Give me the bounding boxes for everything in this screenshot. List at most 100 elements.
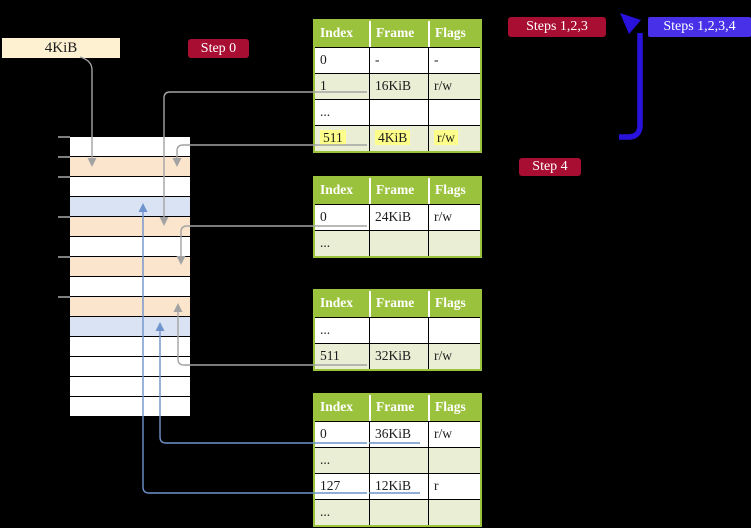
table-cell: [428, 500, 480, 525]
memory-row: [70, 377, 190, 396]
memory-row: [70, 357, 190, 376]
step0-label: Step 0: [188, 39, 249, 58]
table-cell: ...: [315, 448, 369, 473]
table-cell-text: 1: [320, 78, 327, 93]
table-cell: ...: [315, 100, 369, 125]
table-cell: [428, 231, 480, 256]
memory-tick: [58, 176, 70, 178]
table-cell: [428, 318, 480, 343]
table-cell: -: [428, 48, 480, 73]
memory-row: [70, 337, 190, 356]
step4-label: Step 4: [519, 158, 581, 176]
table-cell-text: -: [434, 52, 439, 67]
table-cell-text: 12KiB: [375, 478, 412, 493]
table-header-cell: Frame: [369, 291, 428, 317]
table-cell-text: r/w: [434, 348, 452, 363]
memory-column: [70, 137, 190, 417]
table-cell: [428, 448, 480, 473]
table-cell: 36KiB: [369, 422, 428, 447]
table-header-cell: Flags: [428, 291, 480, 317]
table-cell: 0: [315, 48, 369, 73]
table-cell-text: ...: [320, 322, 331, 337]
table-row: ...: [315, 317, 480, 343]
table-header-cell: Index: [320, 295, 354, 310]
memory-tick: [58, 216, 70, 218]
table-cell: r/w: [428, 74, 480, 99]
table-cell-text: r/w: [434, 209, 452, 224]
table-header-cell: Frame: [369, 395, 428, 421]
table-row: ...: [315, 447, 480, 473]
table-cell: [369, 448, 428, 473]
table-cell: r/w: [428, 422, 480, 447]
table-cell-text: 511: [320, 130, 346, 145]
memory-row: [70, 257, 190, 276]
table-row: 511 4KiB r/w: [315, 125, 480, 151]
table-header-cell: Index: [320, 25, 354, 40]
table-cell-text: 36KiB: [375, 426, 412, 441]
table-cell: 16KiB: [369, 74, 428, 99]
memory-tick: [58, 256, 70, 258]
table-cell: 127: [315, 474, 369, 499]
table-row: 0 - -: [315, 47, 480, 73]
table-cell: -: [369, 48, 428, 73]
memory-row: [70, 277, 190, 296]
table-cell: 0: [315, 422, 369, 447]
table-cell: 511: [315, 344, 369, 369]
memory-row: [70, 157, 190, 176]
table-header-cell: Index: [320, 182, 354, 197]
table-row: 0 36KiB r/w: [315, 421, 480, 447]
table-cell-text: 511: [320, 348, 340, 363]
table-row: 1 16KiB r/w: [315, 73, 480, 99]
table-cell: [369, 318, 428, 343]
table-cell: [369, 500, 428, 525]
table-row: 0 24KiB r/w: [315, 204, 480, 230]
table-cell-text: ...: [320, 104, 331, 119]
table-cell-text: 24KiB: [375, 209, 412, 224]
table-cell-text: -: [375, 52, 380, 67]
memory-tick: [58, 296, 70, 298]
table-header-cell: Flags: [428, 178, 480, 204]
frame-size-label: 4KiB: [2, 38, 120, 58]
memory-row: [70, 197, 190, 216]
arrow-up-left-icon: [620, 13, 641, 34]
table-header-cell: Flags: [428, 21, 480, 47]
table-cell: r/w: [428, 126, 480, 151]
translation-loop-arrow: [619, 13, 643, 140]
table-cell-text: r: [434, 478, 439, 493]
table-cell-text: r/w: [434, 130, 458, 145]
table-cell: ...: [315, 231, 369, 256]
table-cell: r/w: [428, 344, 480, 369]
table-cell: 1: [315, 74, 369, 99]
memory-tick: [58, 136, 70, 138]
table-cell: 32KiB: [369, 344, 428, 369]
table-cell: [369, 100, 428, 125]
table-row: ...: [315, 99, 480, 125]
table-cell-text: 0: [320, 209, 327, 224]
table-cell: 12KiB: [369, 474, 428, 499]
memory-row: [70, 137, 190, 156]
memory-row: [70, 317, 190, 336]
table-cell-text: ...: [320, 452, 331, 467]
memory-tick: [58, 156, 70, 158]
table-header-cell: Index: [320, 399, 354, 414]
table-header-cell: Frame: [369, 21, 428, 47]
table-cell: 511: [315, 126, 369, 151]
memory-row: [70, 397, 190, 416]
table-cell: [428, 100, 480, 125]
table-cell-text: 0: [320, 426, 327, 441]
table-cell-text: ...: [320, 504, 331, 519]
table-row: ...: [315, 499, 480, 525]
table-cell: 4KiB: [369, 126, 428, 151]
steps123-label: Steps 1,2,3: [508, 17, 606, 37]
table-cell-text: r/w: [434, 426, 452, 441]
table-cell-text: 16KiB: [375, 78, 412, 93]
table-cell-text: 0: [320, 52, 327, 67]
table-cell: r/w: [428, 205, 480, 230]
table-cell: 0: [315, 205, 369, 230]
